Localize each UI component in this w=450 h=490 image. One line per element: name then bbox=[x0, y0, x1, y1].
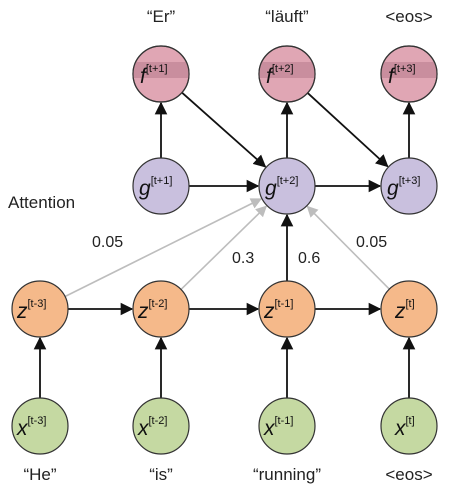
edge-f1-to-g2 bbox=[181, 91, 267, 168]
output-node-f-t-plus-2: f[t+2] bbox=[258, 45, 316, 103]
encoder-node-z-t-minus-1: z[t-1] bbox=[258, 280, 316, 338]
input-node-x-t: x[t] bbox=[380, 397, 438, 455]
input-node-x-t-minus-3: x[t-3] bbox=[11, 397, 69, 455]
node-label: g[t+1] bbox=[139, 175, 172, 200]
input-word-1: “He” bbox=[23, 465, 56, 484]
attention-weight-1: 0.05 bbox=[92, 234, 123, 251]
output-word-2: “läuft” bbox=[265, 7, 309, 26]
node-label: x[t-3] bbox=[16, 415, 46, 440]
node-label: g[t+3] bbox=[387, 175, 420, 200]
edge-z2-to-g2 bbox=[180, 205, 268, 291]
attention-weight-2: 0.3 bbox=[232, 250, 254, 267]
node-label: z[t-3] bbox=[16, 298, 46, 323]
node-label: f[t+2] bbox=[266, 63, 294, 88]
input-node-x-t-minus-1: x[t-1] bbox=[258, 397, 316, 455]
output-band bbox=[259, 62, 315, 78]
node-label: z[t-2] bbox=[137, 298, 167, 323]
output-word-3: <eos> bbox=[385, 7, 432, 26]
output-word-1: “Er” bbox=[147, 7, 176, 26]
node-label: x[t-2] bbox=[137, 415, 167, 440]
decoder-node-g-t-plus-1: g[t+1] bbox=[132, 157, 190, 215]
attention-weight-4: 0.05 bbox=[356, 234, 387, 251]
input-word-3: “running” bbox=[253, 465, 321, 484]
edge-z1-to-g2 bbox=[64, 198, 263, 298]
node-label: z[t] bbox=[394, 298, 415, 323]
output-node-f-t-plus-1: f[t+1] bbox=[132, 45, 190, 103]
output-band bbox=[133, 62, 189, 78]
output-band bbox=[381, 62, 437, 78]
input-word-4: <eos> bbox=[385, 465, 432, 484]
attention-label: Attention bbox=[8, 193, 75, 212]
edge-z4-to-g2 bbox=[306, 205, 390, 290]
encoder-node-z-t-minus-3: z[t-3] bbox=[11, 280, 69, 338]
node-label: x[t] bbox=[394, 415, 415, 440]
input-node-x-t-minus-2: x[t-2] bbox=[132, 397, 190, 455]
node-label: f[t+1] bbox=[140, 63, 168, 88]
input-word-2: “is” bbox=[149, 465, 173, 484]
node-label: z[t-1] bbox=[263, 298, 293, 323]
attention-weight-3: 0.6 bbox=[298, 250, 320, 267]
node-label: g[t+2] bbox=[265, 175, 298, 200]
encoder-node-z-t: z[t] bbox=[380, 280, 438, 338]
edge-f2-to-g3 bbox=[307, 92, 389, 168]
output-node-f-t-plus-3: f[t+3] bbox=[380, 45, 438, 103]
encoder-node-z-t-minus-2: z[t-2] bbox=[132, 280, 190, 338]
node-label: f[t+3] bbox=[388, 63, 416, 88]
node-label: x[t-1] bbox=[263, 415, 293, 440]
edges-layer bbox=[33, 91, 416, 398]
decoder-node-g-t-plus-2: g[t+2] bbox=[258, 157, 316, 215]
decoder-node-g-t-plus-3: g[t+3] bbox=[380, 157, 438, 215]
